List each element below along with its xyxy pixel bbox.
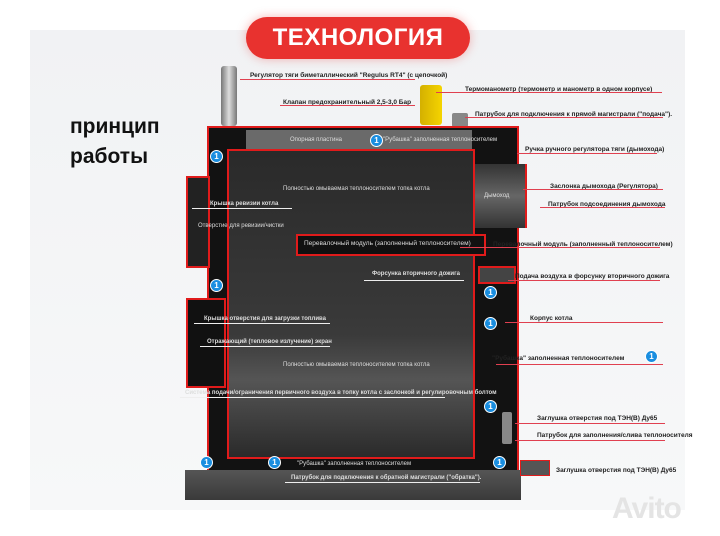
label-nozzle: Форсунка вторичного дожига (372, 271, 460, 277)
transfer-module (296, 234, 486, 256)
plug-fitting (502, 412, 512, 444)
label-screen: Отражающий (тепловое излучение) экран (207, 339, 332, 345)
thermomanometer (420, 85, 442, 125)
label-supply: Патрубок для подключения к прямой магист… (475, 111, 673, 118)
support-plate (246, 130, 472, 150)
label-firebox-top: Полностью омываемая теплоносителем топка… (283, 186, 430, 192)
nozzle (478, 266, 516, 284)
label-revision-hole: Отверстие для ревизии/чистки (198, 223, 284, 229)
plug-fitting (520, 460, 550, 476)
label-body: Корпус котла (530, 315, 573, 322)
side-title: принцип работы (70, 112, 160, 172)
label-primary-air: Система подачи/ограничения первичного во… (185, 390, 497, 396)
supply-pipe (452, 113, 468, 127)
revision-cover (186, 176, 210, 268)
title-badge: ТЕХНОЛОГИЯ (246, 17, 470, 59)
draft-regulator (221, 66, 237, 126)
firebox (227, 149, 475, 459)
label-chimney: Дымоход (484, 193, 510, 199)
jacket-badge: 1 (200, 456, 213, 469)
jacket-badge: 1 (484, 317, 497, 330)
avito-watermark: Avito (612, 492, 682, 525)
label-revision-cover: Крышка ревизии котла (210, 201, 279, 207)
side-title-line: принцип (70, 115, 160, 138)
label-nozzle-air: Подача воздуха в форсунку вторичного дож… (515, 273, 670, 280)
label-jacket-top: "Рубашка" заполненная теплоносителем (383, 137, 498, 143)
label-damper: Заслонка дымохода (Регулятора) (550, 183, 658, 190)
label-firebox-bottom: Полностью омываемая теплоносителем топка… (283, 362, 430, 368)
label-chimney-pipe: Патрубок подсоединения дымохода (548, 201, 666, 208)
jacket-badge: 1 (268, 456, 281, 469)
label-fuel-cover: Крышка отверстия для загрузки топлива (204, 316, 326, 322)
label-jacket-bottom: "Рубашка" заполненная теплоносителем (297, 461, 412, 467)
label-jacket-right: "Рубашка" заполненная теплоносителем (492, 355, 625, 362)
jacket-badge: 1 (645, 350, 658, 363)
label-plug1: Заглушка отверстия под ТЭН(В) Ду65 (537, 415, 658, 422)
fuel-door (186, 298, 226, 388)
jacket-badge: 1 (484, 400, 497, 413)
label-module-box: Перевалочный модуль (заполненный теплоно… (304, 240, 471, 247)
label-regulator: Регулятор тяги биметаллический "Regulus … (250, 72, 448, 79)
label-plug2: Заглушка отверстия под ТЭН(В) Ду65 (556, 467, 677, 474)
title: ТЕХНОЛОГИЯ (272, 24, 444, 51)
base (185, 470, 521, 500)
side-title-line: работы (70, 145, 149, 168)
label-fill-drain: Патрубок для заполнения/слива теплоносит… (537, 432, 693, 439)
jacket-badge: 1 (370, 134, 383, 147)
label-thermomanometer: Термоманометр (термометр и манометр в од… (465, 86, 653, 93)
jacket-badge: 1 (484, 286, 497, 299)
jacket-badge: 1 (493, 456, 506, 469)
label-return: Патрубок для подключения к обратной маги… (291, 475, 482, 481)
label-valve: Клапан предохранительный 2,5-3,0 Бар (283, 99, 412, 106)
chimney-pipe (475, 164, 527, 228)
label-handle: Ручка ручного регулятора тяги (дымохода) (525, 146, 665, 153)
label-plate: Опорная пластина (290, 137, 342, 143)
label-module-right: Перевалочный модуль (заполненный теплоно… (493, 241, 673, 248)
jacket-badge: 1 (210, 279, 223, 292)
jacket-badge: 1 (210, 150, 223, 163)
